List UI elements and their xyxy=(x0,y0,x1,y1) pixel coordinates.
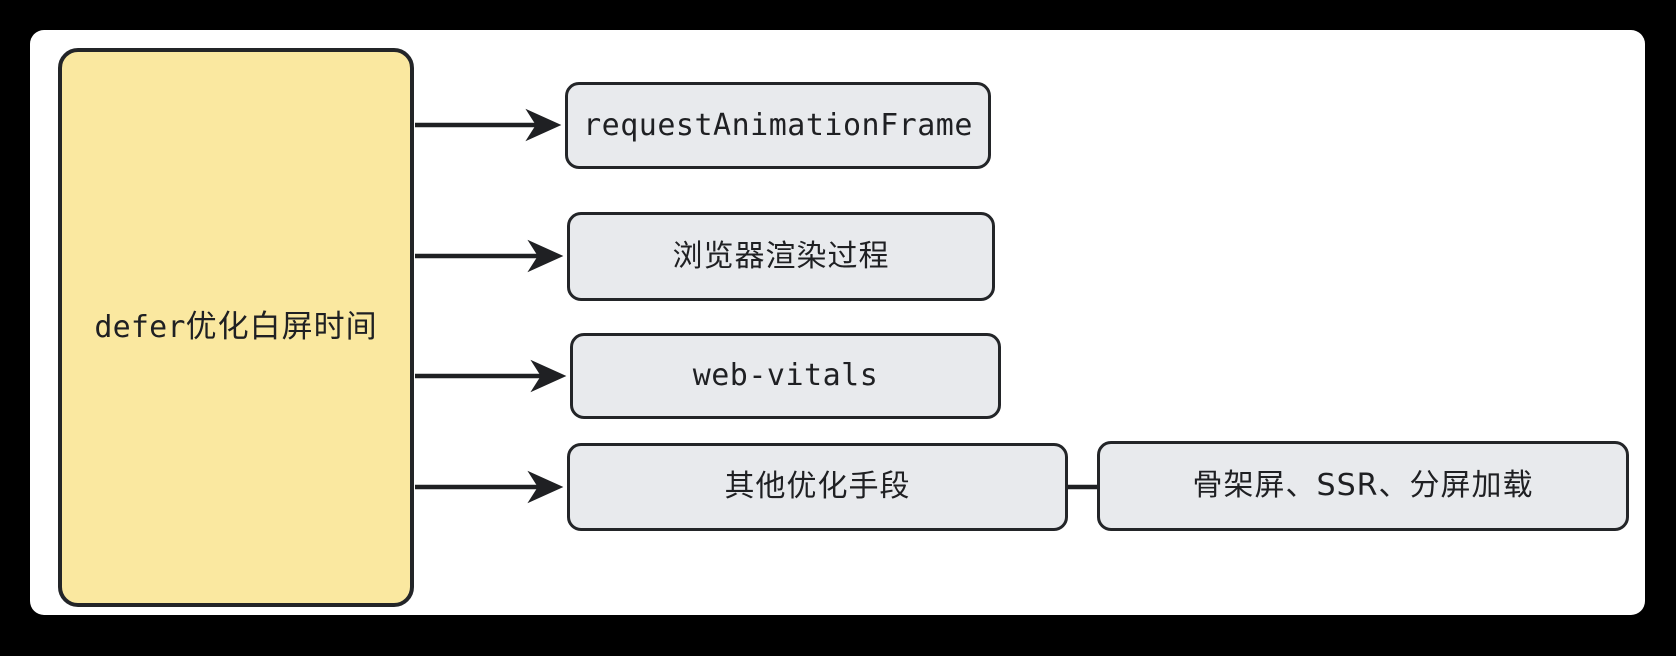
node-label: web-vitals xyxy=(692,358,879,394)
node-label: 其他优化手段 xyxy=(724,469,911,505)
node-request-animation-frame[interactable]: requestAnimationFrame xyxy=(565,82,991,169)
node-label: 浏览器渲染过程 xyxy=(672,238,890,274)
node-root-label: defer优化白屏时间 xyxy=(94,308,377,347)
node-other-optimizations[interactable]: 其他优化手段 xyxy=(567,443,1068,531)
node-root-label-mono: defer xyxy=(94,310,186,346)
node-web-vitals[interactable]: web-vitals xyxy=(570,333,1001,419)
node-skeleton-ssr-split-loading[interactable]: 骨架屏、SSR、分屏加载 xyxy=(1097,441,1629,531)
node-defer-root[interactable]: defer优化白屏时间 xyxy=(58,48,414,607)
node-label: requestAnimationFrame xyxy=(583,107,973,143)
node-root-label-cjk: 优化白屏时间 xyxy=(185,309,378,346)
node-browser-render-process[interactable]: 浏览器渲染过程 xyxy=(567,212,995,301)
node-label: 骨架屏、SSR、分屏加载 xyxy=(1192,468,1534,504)
